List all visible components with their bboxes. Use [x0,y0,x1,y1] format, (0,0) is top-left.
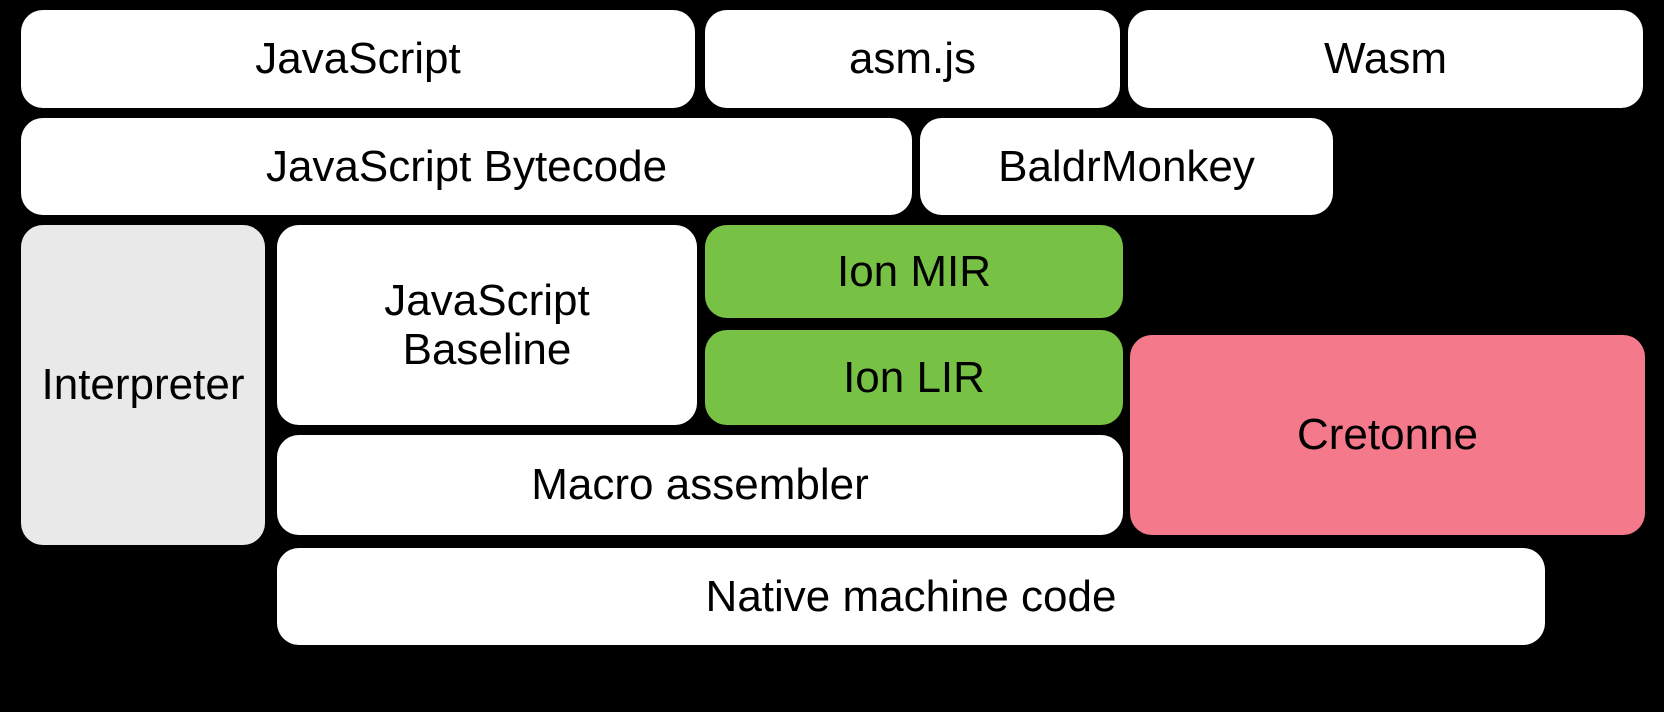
block-ion-lir[interactable]: Ion LIR [705,330,1123,425]
block-native-machine-code[interactable]: Native machine code [277,548,1545,645]
block-javascript[interactable]: JavaScript [21,10,695,108]
block-javascript-baseline[interactable]: JavaScript Baseline [277,225,697,425]
block-cretonne[interactable]: Cretonne [1130,335,1645,535]
block-interpreter[interactable]: Interpreter [21,225,265,545]
block-macro-assembler[interactable]: Macro assembler [277,435,1123,535]
block-baldrmonkey[interactable]: BaldrMonkey [920,118,1333,215]
block-ion-mir[interactable]: Ion MIR [705,225,1123,318]
block-wasm[interactable]: Wasm [1128,10,1643,108]
block-asm-js[interactable]: asm.js [705,10,1120,108]
block-javascript-bytecode[interactable]: JavaScript Bytecode [21,118,912,215]
